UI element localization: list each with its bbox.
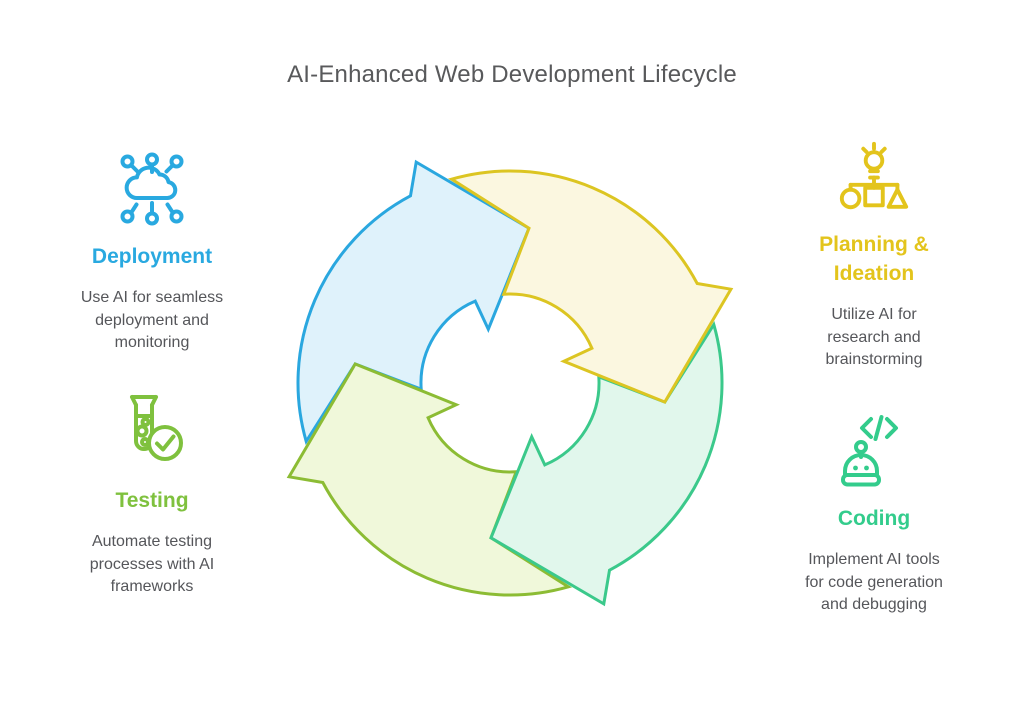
cycle-arrow-deployment: [296, 159, 531, 446]
cycle-arrow-testing: [286, 362, 573, 597]
cloud-network-icon: [120, 152, 184, 226]
cycle-diagram: [286, 159, 734, 607]
section-title-deployment: Deployment: [91, 245, 213, 268]
section-coding: Coding Implement AI tools for code gener…: [759, 410, 989, 617]
section-planning: Planning & Ideation Utilize AI for resea…: [759, 140, 989, 372]
lightbulb-flowchart-icon: [839, 141, 909, 210]
section-desc-deployment: Use AI for seamless deployment and monit…: [80, 289, 224, 351]
section-title-testing: Testing: [115, 489, 189, 512]
robot-code-icon: [841, 415, 898, 487]
section-title-planning: Planning & Ideation: [819, 233, 929, 285]
section-desc-testing: Automate testing processes with AI frame…: [89, 533, 215, 595]
page-title: AI-Enhanced Web Development Lifecycle: [287, 61, 737, 88]
section-desc-planning: Utilize AI for research and brainstormin…: [825, 306, 923, 368]
section-testing: Testing Automate testing processes with …: [37, 392, 267, 599]
test-tube-check-icon: [130, 395, 183, 461]
section-title-coding: Coding: [837, 507, 911, 530]
cycle-arrow-planning: [447, 169, 734, 404]
section-desc-coding: Implement AI tools for code generation a…: [805, 551, 943, 613]
section-deployment: Deployment Use AI for seamless deploymen…: [37, 150, 267, 355]
cycle-arrow-coding: [489, 320, 724, 607]
